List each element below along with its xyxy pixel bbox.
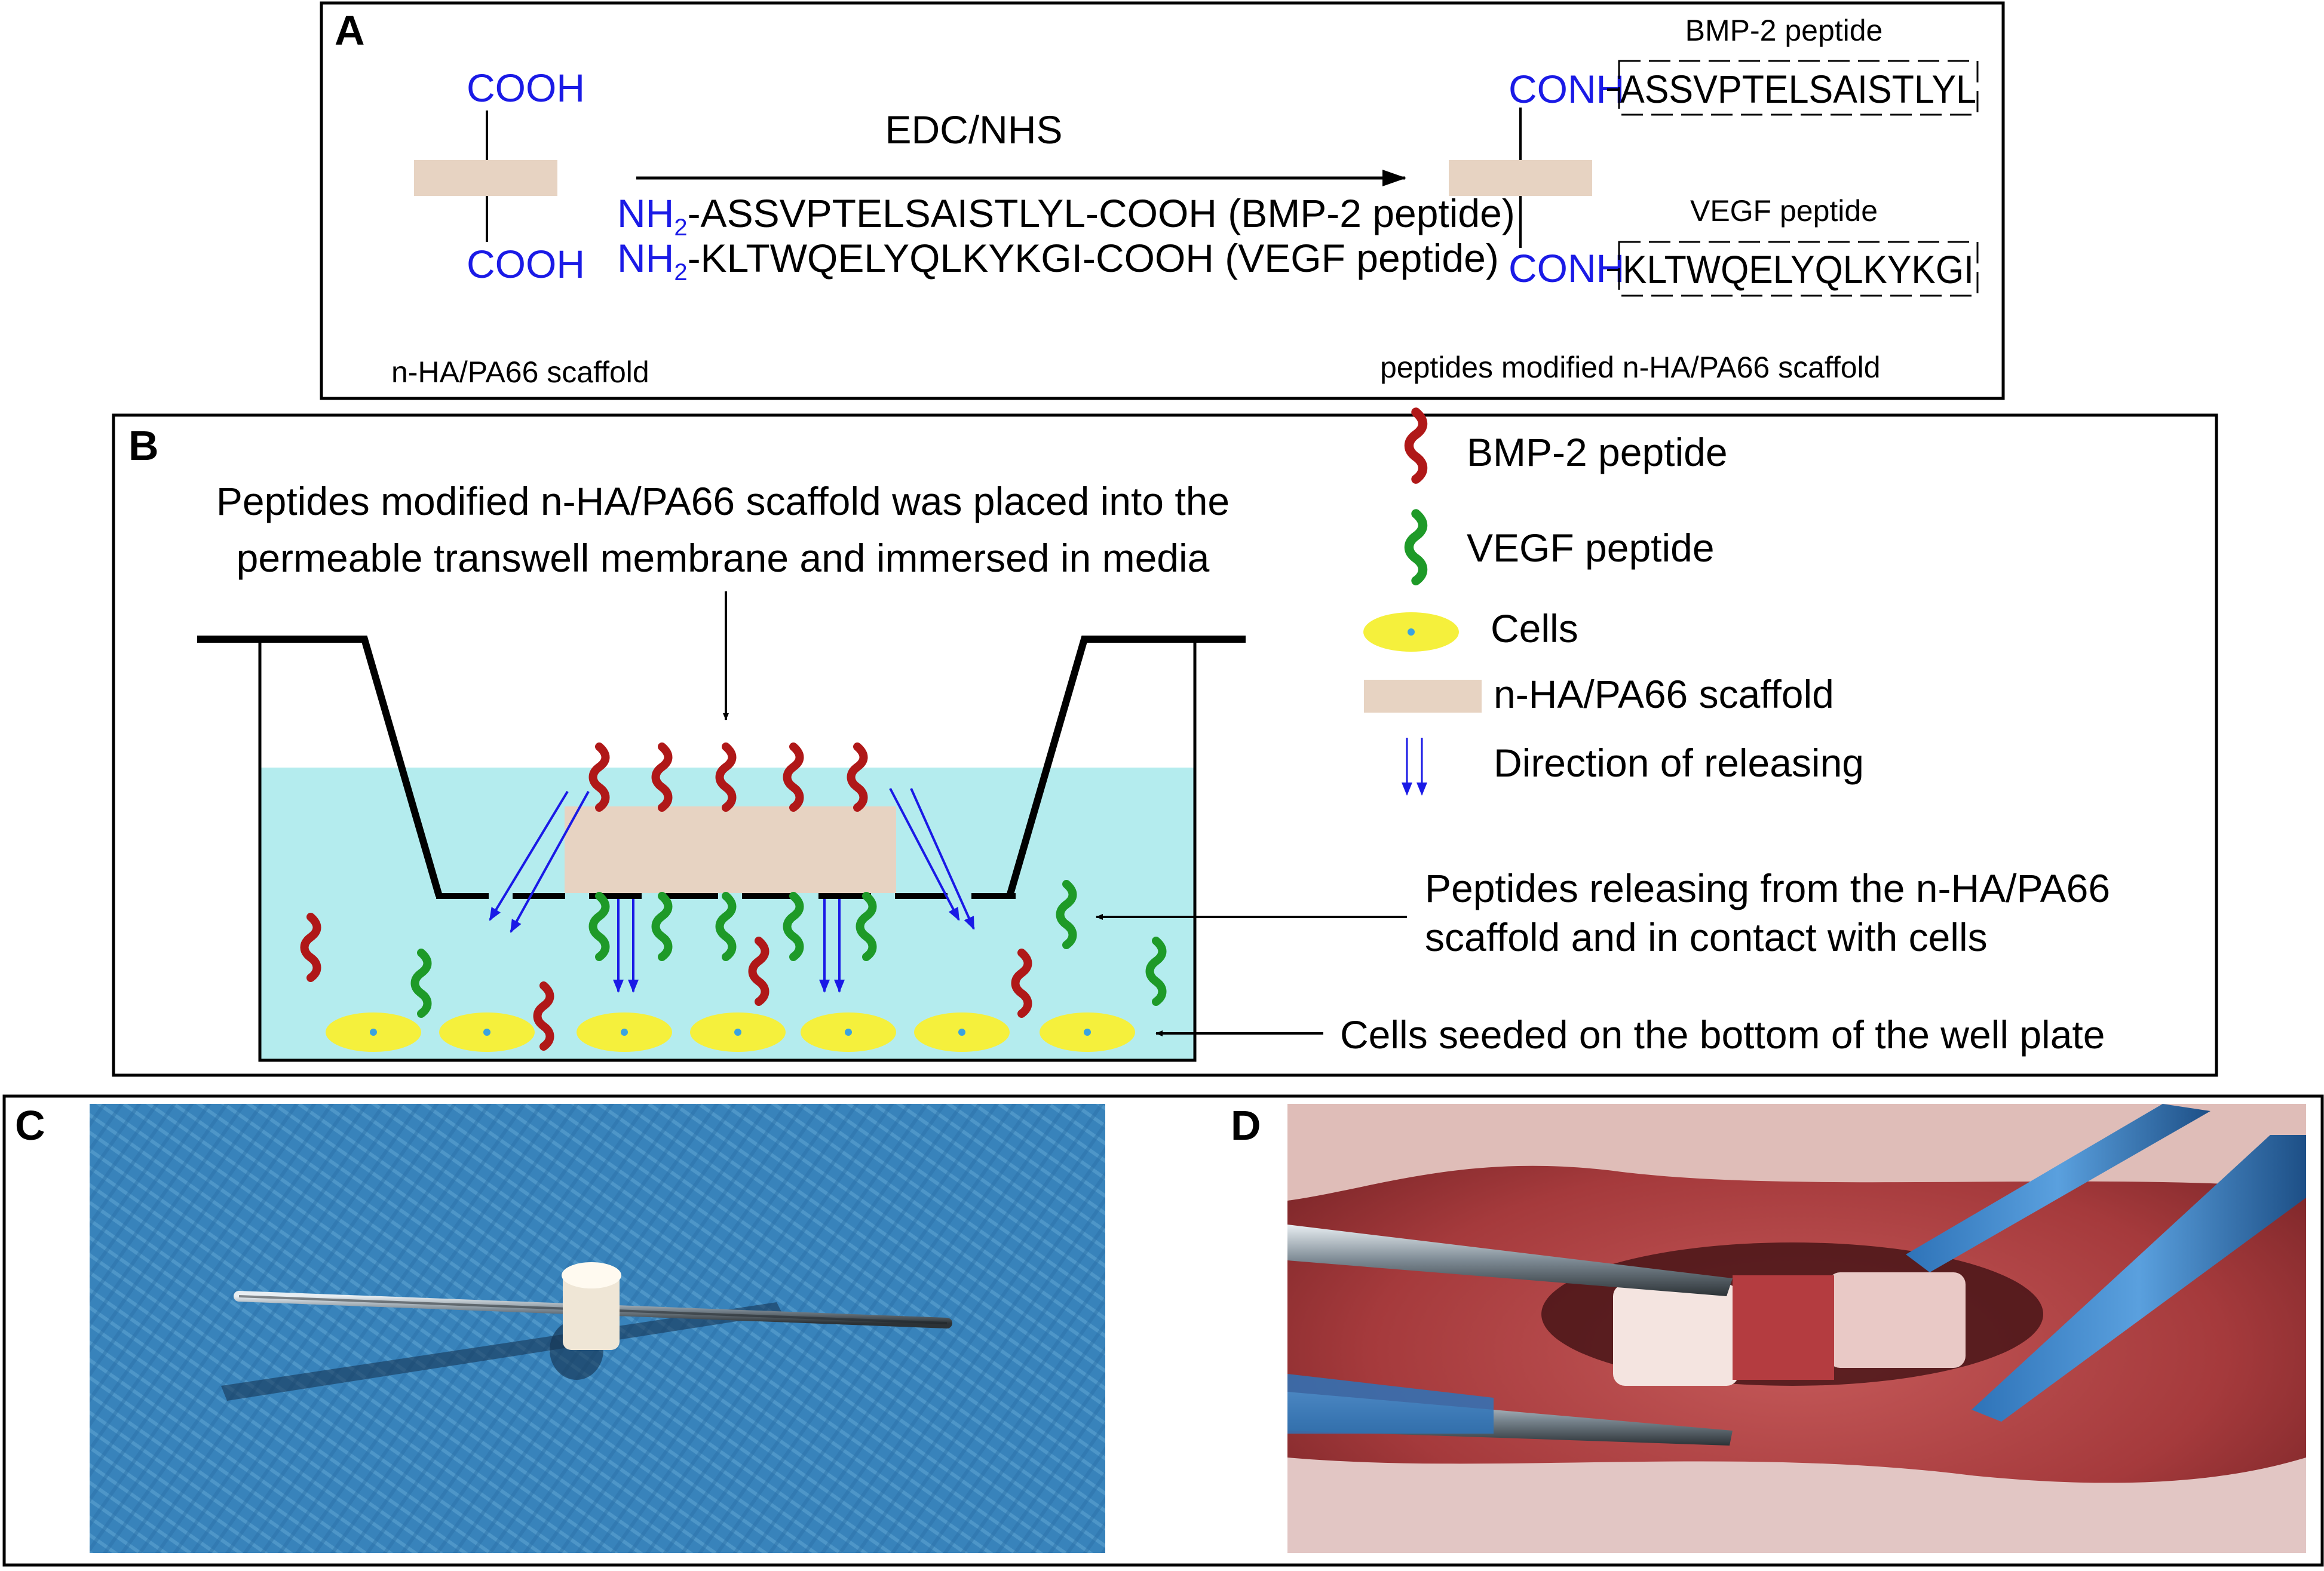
cell-nucleus [958, 1029, 965, 1036]
vegf-sequence: KLTWQELYQLKYKGI [1623, 247, 1974, 292]
release-text-line2: scaffold and in contact with cells [1425, 915, 1988, 959]
vegf-peptide-under-membrane [856, 892, 877, 961]
bmp-peptide-on-scaffold [588, 742, 610, 812]
vegf-peptide-released [1056, 880, 1077, 949]
cooh-bottom-label: COOH [467, 242, 585, 286]
bmp-reactant: NH2-ASSVPTELSAISTLYL-COOH (BMP-2 peptide… [617, 191, 1515, 241]
bmp-title: BMP-2 peptide [1685, 14, 1883, 47]
vegf-peptide-under-membrane [715, 892, 737, 961]
vegf-peptide-released [410, 949, 432, 1018]
setup-title-line1: Peptides modified n-HA/PA66 scaffold was… [216, 479, 1230, 523]
peptide-layer [300, 742, 1167, 1051]
cooh-top-label: COOH [467, 66, 585, 110]
panel-d: D [1231, 1102, 2306, 1553]
vegf-peptide-under-membrane [588, 892, 610, 961]
vegf-peptide-under-membrane [651, 892, 673, 961]
conh-bottom: CONH [1509, 246, 1624, 290]
bmp-peptide-released [1011, 949, 1032, 1018]
pin-shadow [221, 1302, 783, 1401]
legend-cells-label: Cells [1491, 606, 1578, 651]
cell-nucleus [845, 1029, 852, 1036]
seeded-text: Cells seeded on the bottom of the well p… [1340, 1012, 2105, 1057]
vegf-reactant: NH2-KLTWQELYQLKYKGI-COOH (VEGF peptide) [617, 236, 1499, 286]
panel-b-frame [112, 413, 2218, 1077]
bmp-peptide-on-scaffold [783, 742, 804, 812]
transwell-right-wall [1006, 636, 1246, 897]
legend-vegf-peptide-icon [1404, 509, 1428, 585]
panel-a-label: A [335, 7, 365, 54]
bmp-peptide-released [533, 981, 554, 1051]
release-arrow-right-1 [889, 788, 960, 921]
conh-top: CONH [1509, 67, 1624, 111]
well-plate-wall [258, 638, 1197, 1062]
panel-b: B Peptides modified n-HA/PA66 scaffold w… [112, 407, 2218, 1077]
vegf-sequence-box [1618, 241, 1979, 297]
vegf-peptide-legend-squiggle [1404, 509, 1428, 585]
release-arrow-left-2 [510, 791, 590, 933]
reagent-label: EDC/NHS [885, 108, 1062, 152]
scaffold-cylinder [563, 1272, 620, 1350]
legend-bmp-peptide-icon [1404, 407, 1428, 484]
bmp-sequence: ASSVPTELSAISTLYL [1620, 67, 1976, 111]
panel-cd-frame [2, 1094, 2324, 1567]
right-scaffold-caption: peptides modified n-HA/PA66 scaffold [1380, 351, 1881, 384]
bone-gap-tissue [1733, 1275, 1834, 1380]
bmp-peptide-released [300, 913, 321, 982]
forceps-right [1972, 1135, 2306, 1422]
vegf-peptide-released [1145, 937, 1167, 1006]
panel-c-label: C [15, 1102, 45, 1149]
bmp-peptide-on-scaffold [715, 742, 737, 812]
setup-title-line2: permeable transwell membrane and immerse… [237, 536, 1210, 580]
left-scaffold-caption: n-HA/PA66 scaffold [391, 355, 649, 389]
scaffold-block-left [414, 160, 557, 196]
bmp-peptide-legend-squiggle [1404, 407, 1428, 484]
legend-scaffold-icon [1364, 680, 1482, 713]
release-arrow-right-2 [910, 788, 975, 930]
implanted-scaffold [1613, 1284, 1739, 1386]
forceps-left-upper [1287, 1225, 1733, 1296]
legend: BMP-2 peptide VEGF peptide Cells n-HA/PA… [1363, 407, 1864, 796]
release-arrow-left-1 [489, 790, 569, 921]
cell-nucleus [1084, 1029, 1091, 1036]
bmp-sequence-box [1618, 60, 1979, 116]
forceps-grip-blue-left [1287, 1374, 1494, 1434]
legend-bmp-label: BMP-2 peptide [1467, 430, 1728, 474]
legend-cell-nucleus-icon [1408, 628, 1415, 636]
cell-layer [326, 1012, 1135, 1052]
tissue-lower-skin [1287, 1458, 2306, 1553]
legend-vegf-label: VEGF peptide [1467, 526, 1715, 570]
bmp-peptide-released [748, 937, 769, 1006]
panel-d-label: D [1231, 1102, 1261, 1149]
vegf-peptide-under-membrane [783, 892, 804, 961]
vegf-title: VEGF peptide [1690, 194, 1878, 228]
legend-scaffold-label: n-HA/PA66 scaffold [1494, 672, 1834, 716]
panel-b-label: B [128, 422, 159, 469]
transwell-left-wall [197, 636, 443, 897]
cell-nucleus [621, 1029, 628, 1036]
scaffold-in-well [565, 806, 896, 893]
cell-nucleus [483, 1029, 490, 1036]
cell-nucleus [734, 1029, 741, 1036]
release-arrows [489, 788, 975, 993]
panel-a: A COOH COOH n-HA/PA66 scaffold EDC/NHS N… [320, 1, 2005, 400]
scaffold-cylinder-top [562, 1262, 621, 1288]
implanted-bone-segment [1828, 1272, 1966, 1368]
release-text-line1: Peptides releasing from the n-HA/PA66 [1425, 866, 2110, 910]
bmp-peptide-on-scaffold [847, 742, 868, 812]
panel-a-frame [320, 1, 2005, 400]
legend-direction-label: Direction of releasing [1494, 741, 1864, 785]
cell-nucleus [370, 1029, 377, 1036]
forceps-right-upper [1906, 1104, 2210, 1272]
panel-c: C [15, 1102, 1105, 1553]
scaffold-block-right [1449, 160, 1592, 196]
bmp-peptide-on-scaffold [651, 742, 673, 812]
